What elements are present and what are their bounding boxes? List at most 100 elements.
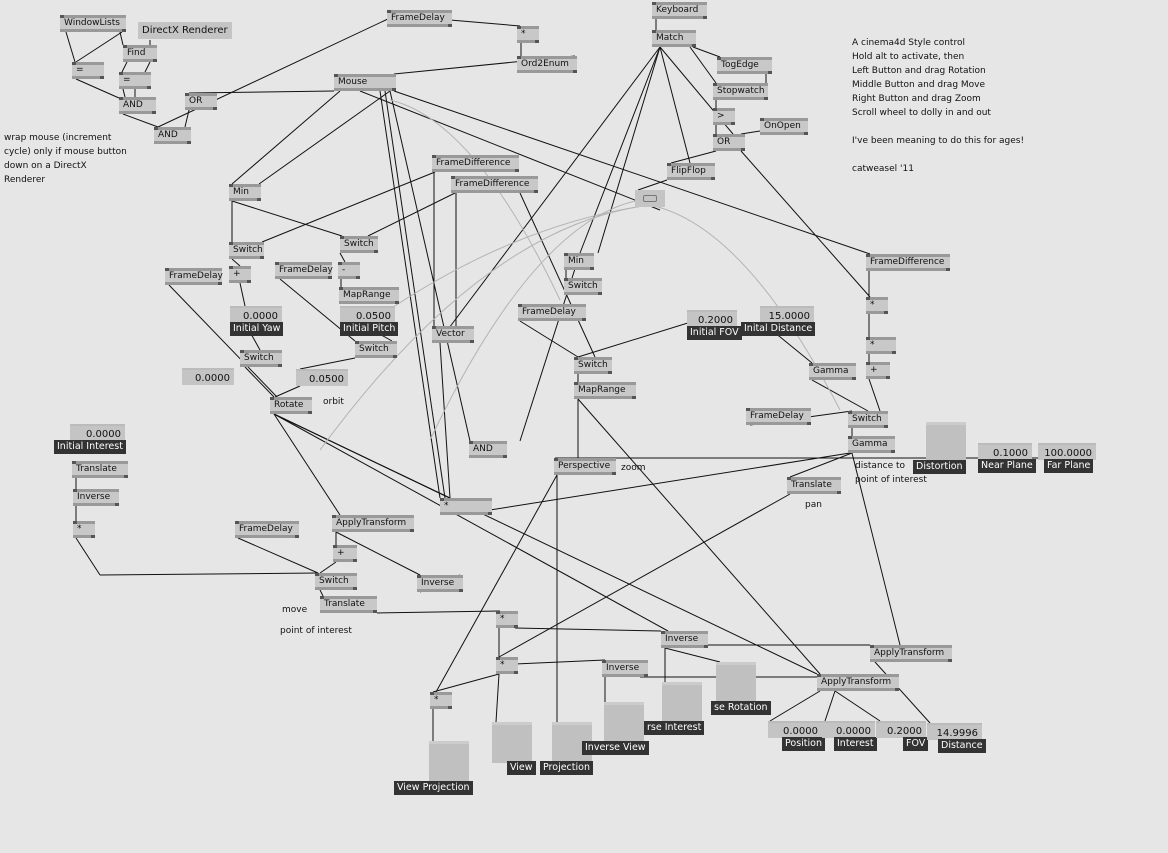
wire[interactable] xyxy=(519,192,596,358)
node-20[interactable]: FrameDifference xyxy=(451,176,538,193)
node-5[interactable]: OR xyxy=(185,93,217,110)
wire[interactable] xyxy=(579,46,661,254)
node-40[interactable]: Perspective xyxy=(554,458,616,475)
wire[interactable] xyxy=(376,610,501,614)
node-34[interactable]: * xyxy=(440,498,492,515)
node-21[interactable]: Min xyxy=(229,184,261,201)
wire[interactable] xyxy=(577,321,692,358)
wire[interactable] xyxy=(740,130,761,135)
wire[interactable] xyxy=(670,150,717,164)
wire[interactable] xyxy=(75,537,101,576)
wire[interactable] xyxy=(789,452,853,478)
node-1[interactable]: Find xyxy=(123,45,157,62)
wire[interactable] xyxy=(339,252,346,263)
node-29[interactable]: Switch xyxy=(240,350,282,367)
wire[interactable] xyxy=(874,661,931,724)
value-iobox-12[interactable]: 14.9996 xyxy=(927,723,982,740)
wire[interactable] xyxy=(514,659,606,665)
renderer-quad-6[interactable] xyxy=(716,662,756,703)
wire[interactable] xyxy=(273,413,818,675)
wire[interactable] xyxy=(367,192,456,237)
wire[interactable] xyxy=(231,90,341,185)
node-42[interactable]: FrameDelay xyxy=(746,408,811,425)
wire[interactable] xyxy=(261,171,436,243)
node-6[interactable]: AND xyxy=(154,127,191,144)
wire[interactable] xyxy=(597,46,661,254)
wire[interactable] xyxy=(75,78,120,99)
wire[interactable] xyxy=(122,88,126,98)
node-43[interactable]: Switch xyxy=(848,411,888,428)
wire[interactable] xyxy=(393,90,871,255)
string-iobox-directx-renderer[interactable]: DirectX Renderer xyxy=(138,22,232,39)
node-46[interactable]: * xyxy=(866,297,888,314)
wire[interactable] xyxy=(273,413,341,516)
wire[interactable] xyxy=(99,572,319,576)
node-35[interactable]: Min xyxy=(564,253,594,270)
node-45[interactable]: FrameDifference xyxy=(866,254,950,271)
value-iobox-8[interactable]: 100.0000 xyxy=(1038,443,1096,460)
node-37[interactable]: FrameDelay xyxy=(518,304,586,321)
value-iobox-1[interactable]: 0.0500 xyxy=(340,306,395,323)
node-49[interactable]: Translate xyxy=(787,477,841,494)
value-iobox-2[interactable]: 0.0000 xyxy=(182,368,234,385)
renderer-quad-2[interactable] xyxy=(492,722,532,763)
node-16[interactable]: OR xyxy=(713,134,745,151)
wire[interactable] xyxy=(231,258,241,267)
wire[interactable] xyxy=(319,589,324,597)
node-27[interactable]: - xyxy=(338,262,360,279)
value-iobox-9[interactable]: 0.0000 xyxy=(768,721,822,738)
wire[interactable] xyxy=(824,690,836,722)
node-47[interactable]: * xyxy=(866,337,896,354)
node-63[interactable]: ApplyTransform xyxy=(870,645,952,662)
value-iobox-3[interactable]: 0.0500 xyxy=(296,369,348,386)
node-31[interactable]: Rotate xyxy=(270,397,312,414)
node-3[interactable]: = xyxy=(119,72,151,89)
value-iobox-0[interactable]: 0.0000 xyxy=(230,306,282,323)
wire[interactable] xyxy=(168,284,278,398)
node-64[interactable]: ApplyTransform xyxy=(817,674,899,691)
renderer-quad-0[interactable] xyxy=(926,422,966,463)
wire[interactable] xyxy=(439,46,661,341)
node-57[interactable]: Translate xyxy=(320,596,377,613)
wire[interactable] xyxy=(637,179,668,191)
node-39[interactable]: MapRange xyxy=(574,382,636,399)
wire[interactable] xyxy=(498,493,791,658)
wire[interactable] xyxy=(432,673,500,693)
wire[interactable] xyxy=(740,150,871,298)
node-60[interactable]: * xyxy=(496,657,518,674)
value-iobox-5[interactable]: 15.0000 xyxy=(760,306,814,323)
node-12[interactable]: Match xyxy=(652,30,696,47)
wire[interactable] xyxy=(258,90,391,185)
wire[interactable] xyxy=(689,46,717,84)
wire[interactable] xyxy=(231,200,343,237)
wire[interactable] xyxy=(335,531,421,576)
node-0[interactable]: WindowLists xyxy=(60,15,126,32)
node-56[interactable]: Switch xyxy=(315,573,357,590)
wire[interactable] xyxy=(577,398,821,675)
node-59[interactable]: * xyxy=(496,611,518,628)
wire[interactable] xyxy=(273,413,669,632)
wire[interactable] xyxy=(851,452,901,646)
wire[interactable] xyxy=(299,357,356,370)
value-iobox-10[interactable]: 0.0000 xyxy=(822,721,875,738)
node-62[interactable]: Inverse xyxy=(661,631,708,648)
renderer-quad-1[interactable] xyxy=(429,741,469,784)
node-23[interactable]: Switch xyxy=(340,236,378,253)
wire[interactable] xyxy=(664,647,721,663)
node-30[interactable]: Switch xyxy=(355,341,397,358)
wire[interactable] xyxy=(811,379,869,412)
wire[interactable] xyxy=(495,673,500,723)
wire[interactable] xyxy=(144,61,151,73)
wire[interactable] xyxy=(188,90,335,94)
wire[interactable] xyxy=(692,46,721,58)
node-41[interactable]: Gamma xyxy=(809,363,856,380)
node-48[interactable]: + xyxy=(866,362,890,379)
wire[interactable] xyxy=(449,19,521,27)
node-50[interactable]: Translate xyxy=(72,461,128,478)
node-14[interactable]: Stopwatch xyxy=(713,83,768,100)
wire[interactable] xyxy=(274,385,301,398)
node-9[interactable]: Ord2Enum xyxy=(517,56,577,73)
node-51[interactable]: Inverse xyxy=(73,489,119,506)
node-22[interactable]: Switch xyxy=(229,242,264,259)
wire[interactable] xyxy=(439,342,451,499)
